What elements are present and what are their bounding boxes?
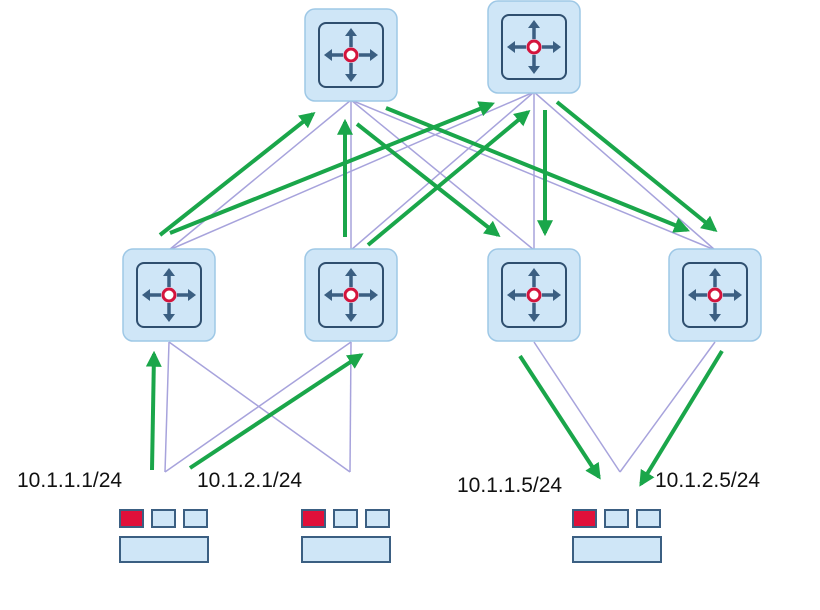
flow-arrow <box>518 354 601 480</box>
flow-arrow <box>145 350 162 471</box>
link-line <box>168 99 352 251</box>
ip-label-10-1-1-1: 10.1.1.1/24 <box>17 469 123 492</box>
flow-arrow <box>366 109 531 247</box>
link-line <box>168 341 351 473</box>
switches <box>122 0 762 342</box>
flow-arrow <box>385 106 690 233</box>
traffic-flows <box>145 100 724 487</box>
link-line <box>619 341 716 473</box>
leaf-switch-icon[interactable] <box>304 248 398 342</box>
ip-label-10-1-2-1: 10.1.2.1/24 <box>197 469 303 492</box>
server-host-icon[interactable] <box>119 509 209 563</box>
leaf-switch-icon[interactable] <box>668 248 762 342</box>
leaf-switch-icon[interactable] <box>487 248 581 342</box>
link-line <box>164 341 170 473</box>
flow-arrow <box>169 101 495 235</box>
ip-label-10-1-1-5: 10.1.1.5/24 <box>457 474 563 497</box>
flow-arrow <box>158 112 316 237</box>
flow-arrow <box>555 100 718 233</box>
spine-switch-icon[interactable] <box>487 0 581 94</box>
hosts <box>119 509 662 563</box>
flow-arrow <box>639 349 724 487</box>
server-host-icon[interactable] <box>572 509 662 563</box>
link-line <box>164 341 352 473</box>
link-line <box>350 99 716 251</box>
flow-arrow <box>355 122 501 237</box>
link-line <box>533 341 621 473</box>
link-line <box>168 91 535 251</box>
ip-label-10-1-2-5: 10.1.2.5/24 <box>655 469 761 492</box>
link-line <box>533 91 716 251</box>
server-host-icon[interactable] <box>301 509 391 563</box>
physical-links <box>164 91 716 473</box>
flow-arrow <box>188 353 364 470</box>
spine-switch-icon[interactable] <box>304 8 398 102</box>
link-line <box>350 91 535 251</box>
leaf-switch-icon[interactable] <box>122 248 216 342</box>
link-line <box>350 99 535 251</box>
